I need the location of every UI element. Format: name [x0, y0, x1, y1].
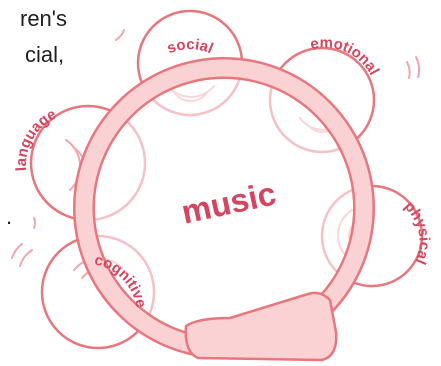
label-social: social: [165, 36, 216, 57]
text-fragment-3: .: [6, 204, 13, 229]
text-fragment-1: ren's: [20, 6, 67, 31]
accent-marks: [11, 29, 421, 267]
main-ring: [73, 57, 375, 359]
ring-handle: [184, 291, 338, 362]
text-fragment-2: cial,: [25, 42, 65, 67]
